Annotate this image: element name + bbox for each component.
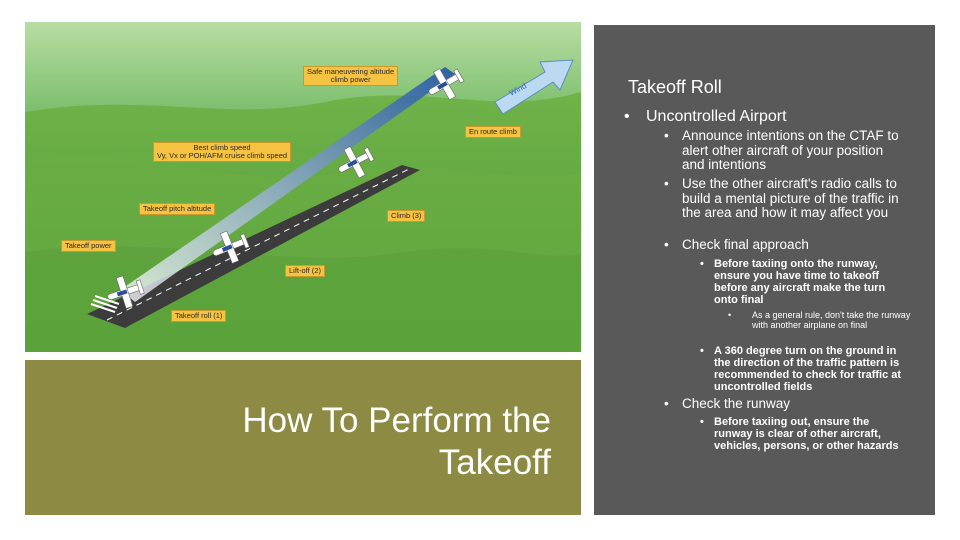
bullet-dot: • bbox=[664, 176, 669, 191]
callout-climb: Climb (3) bbox=[387, 210, 426, 222]
airplane-en-route-icon bbox=[428, 68, 465, 101]
bullet-360-degree-turn: • A 360 degree turn on the ground in the… bbox=[700, 345, 910, 393]
callout-takeoff-pitch: Takeoff pitch altitude bbox=[139, 203, 216, 215]
bullet-dot: • bbox=[700, 258, 704, 270]
bullet-dot: • bbox=[700, 416, 704, 428]
slide-title: How To Perform the Takeoff bbox=[242, 401, 551, 482]
content-panel: Takeoff Roll • Uncontrolled Airport • An… bbox=[594, 25, 935, 515]
bullet-dot: • bbox=[664, 396, 669, 411]
flight-path bbox=[120, 67, 455, 302]
runway-threshold-markings bbox=[90, 295, 120, 313]
bullet-text: Check the runway bbox=[682, 396, 791, 411]
content-heading: Takeoff Roll bbox=[628, 77, 722, 97]
bullet-dot: • bbox=[700, 345, 704, 357]
bullet-dot: • bbox=[728, 310, 732, 320]
bullet-text: Before taxiing out, ensure the runway is… bbox=[714, 416, 899, 452]
bullet-text: Before taxiing onto the runway, ensure y… bbox=[714, 258, 886, 306]
bullet-check-final-approach: • Check final approach bbox=[664, 237, 909, 253]
callout-lift-off: Lift-off (2) bbox=[285, 265, 325, 277]
callout-safe-maneuvering: Safe maneuvering altitude climb power bbox=[303, 66, 399, 86]
bullet-before-taxiing-onto-runway: • Before taxiing onto the runway, ensure… bbox=[700, 258, 910, 306]
bullet-check-runway: • Check the runway bbox=[664, 396, 909, 412]
title-panel: How To Perform the Takeoff bbox=[25, 360, 581, 515]
airplane-takeoff-roll-icon bbox=[107, 275, 145, 309]
runway bbox=[87, 165, 420, 328]
airplane-lift-off-icon bbox=[212, 230, 250, 264]
bullet-text: Announce intentions on the CTAF to alert… bbox=[682, 128, 899, 172]
bullet-dot: • bbox=[664, 237, 669, 252]
airplane-climb-icon bbox=[338, 146, 375, 179]
callout-takeoff-roll: Takeoff roll (1) bbox=[171, 310, 227, 322]
bullet-text: A 360 degree turn on the ground in the d… bbox=[714, 345, 902, 393]
bullet-dot: • bbox=[624, 108, 630, 125]
bullet-general-rule: • As a general rule, don't take the runw… bbox=[728, 310, 913, 330]
bullet-uncontrolled-airport: • Uncontrolled Airport bbox=[624, 107, 924, 126]
bullet-text: Uncontrolled Airport bbox=[646, 108, 787, 125]
bullet-text: Check final approach bbox=[682, 237, 809, 252]
bullet-announce-intentions: • Announce intentions on the CTAF to ale… bbox=[664, 128, 909, 173]
callout-takeoff-power: Takeoff power bbox=[61, 240, 116, 252]
bullet-text: As a general rule, don't take the runway… bbox=[752, 310, 911, 330]
bullet-use-radio-calls: • Use the other aircraft's radio calls t… bbox=[664, 176, 909, 221]
bullet-before-taxiing-out: • Before taxiing out, ensure the runway … bbox=[700, 416, 910, 452]
bullet-text: Use the other aircraft's radio calls to … bbox=[682, 176, 899, 220]
callout-en-route-climb: En route climb bbox=[465, 126, 521, 138]
callout-best-climb-speed: Best climb speed Vy, Vx or POH/AFM cruis… bbox=[153, 142, 292, 162]
bullet-dot: • bbox=[664, 128, 669, 143]
takeoff-illustration: Wind Safe maneuvering altitude c bbox=[25, 22, 581, 352]
